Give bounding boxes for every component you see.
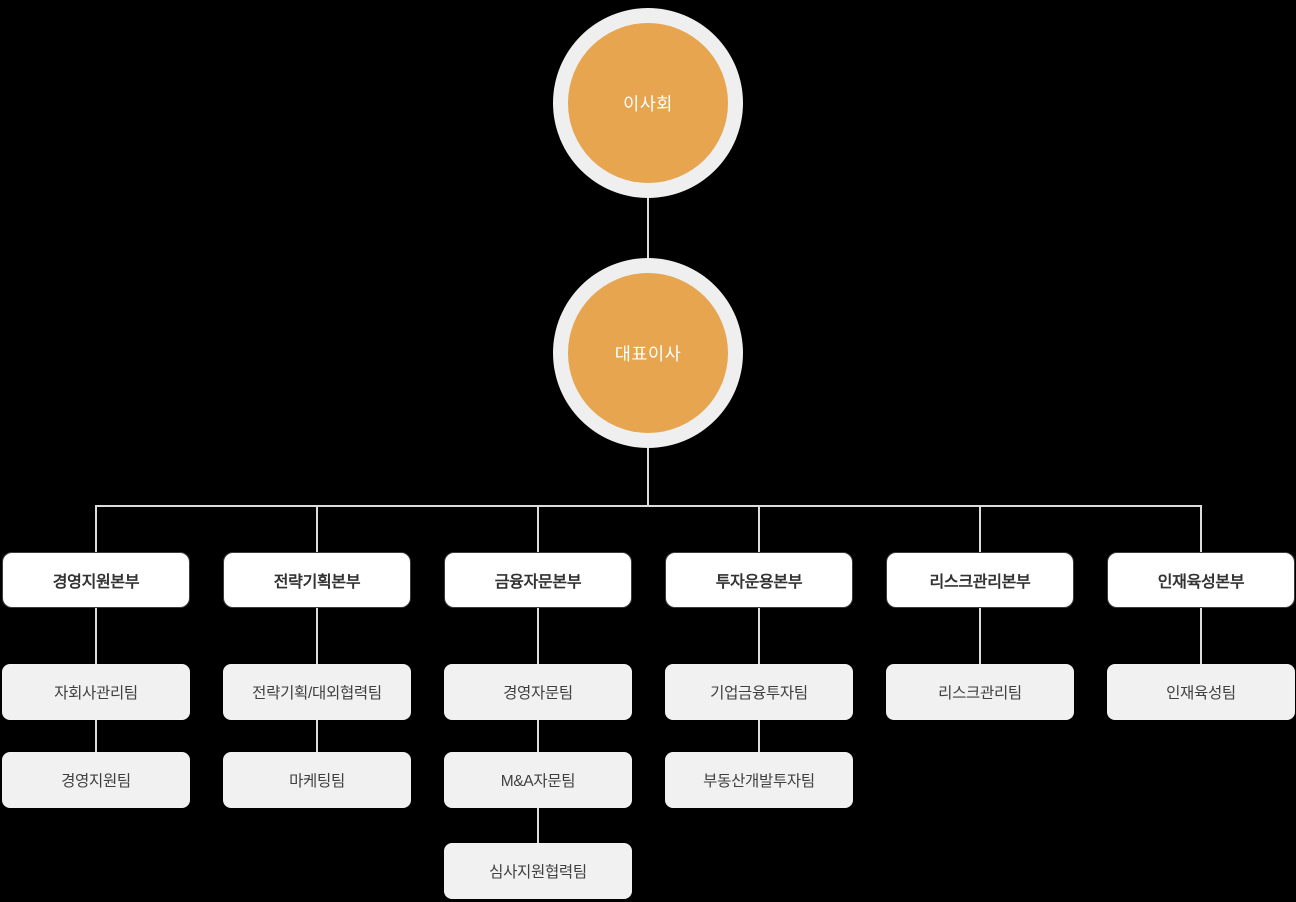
connector-drop-2 (316, 505, 318, 552)
team-box: 경영지원팀 (2, 752, 190, 808)
team-label: 심사지원협력팀 (489, 864, 587, 881)
connector-col6-a (1200, 608, 1202, 664)
ceo-node: 대표이사 (553, 258, 743, 448)
connector-col5-a (979, 608, 981, 664)
team-label: 경영자문팀 (503, 685, 573, 702)
team-box: 전략기획/대외협력팀 (223, 664, 411, 720)
division-label: 투자운용본부 (715, 574, 803, 591)
team-box: 경영자문팀 (444, 664, 632, 720)
board-node: 이사회 (553, 8, 743, 198)
division-box-investment-management: 투자운용본부 (665, 552, 853, 608)
board-node-circle: 이사회 (568, 23, 728, 183)
division-box-strategy-planning: 전략기획본부 (223, 552, 411, 608)
connector-drop-4 (758, 505, 760, 552)
team-label: 전략기획/대외협력팀 (252, 685, 382, 702)
team-label: 경영지원팀 (61, 773, 131, 790)
board-node-label: 이사회 (623, 93, 673, 114)
connector-col4-b (758, 720, 760, 752)
team-box: 부동산개발투자팀 (665, 752, 853, 808)
team-label: 리스크관리팀 (938, 685, 1022, 702)
connector-ceo-rail (647, 448, 649, 505)
connector-drop-5 (979, 505, 981, 552)
connector-board-ceo (647, 198, 649, 258)
connector-drop-1 (95, 505, 97, 552)
ceo-node-circle: 대표이사 (568, 273, 728, 433)
team-label: 부동산개발투자팀 (703, 773, 815, 790)
team-box: 리스크관리팀 (886, 664, 1074, 720)
team-box: 마케팅팀 (223, 752, 411, 808)
connector-col1-b (95, 720, 97, 752)
connector-col4-a (758, 608, 760, 664)
team-box: 심사지원협력팀 (444, 843, 632, 899)
division-box-talent-development: 인재육성본부 (1107, 552, 1295, 608)
connector-col3-a (537, 608, 539, 664)
connector-col3-b (537, 720, 539, 752)
ceo-node-label: 대표이사 (614, 343, 682, 364)
connector-col1-a (95, 608, 97, 664)
team-label: 기업금융투자팀 (710, 685, 808, 702)
connector-col2-a (316, 608, 318, 664)
division-label: 인재육성본부 (1157, 574, 1245, 591)
team-label: 인재육성팀 (1166, 685, 1236, 702)
division-box-financial-advisory: 금융자문본부 (444, 552, 632, 608)
division-label: 금융자문본부 (494, 574, 582, 591)
division-box-management-support: 경영지원본부 (2, 552, 190, 608)
connector-col2-b (316, 720, 318, 752)
team-label: 마케팅팀 (289, 773, 345, 790)
team-label: 자회사관리팀 (54, 685, 138, 702)
connector-col3-c (537, 808, 539, 843)
team-box: 기업금융투자팀 (665, 664, 853, 720)
connector-drop-6 (1200, 505, 1202, 552)
connector-rail (95, 505, 1202, 507)
team-label: M&A자문팀 (500, 773, 576, 790)
team-box: 자회사관리팀 (2, 664, 190, 720)
division-label: 전략기획본부 (273, 574, 361, 591)
division-box-risk-management: 리스크관리본부 (886, 552, 1074, 608)
team-box: 인재육성팀 (1107, 664, 1295, 720)
team-box: M&A자문팀 (444, 752, 632, 808)
division-label: 경영지원본부 (52, 574, 140, 591)
connector-drop-3 (537, 505, 539, 552)
division-label: 리스크관리본부 (929, 574, 1031, 591)
